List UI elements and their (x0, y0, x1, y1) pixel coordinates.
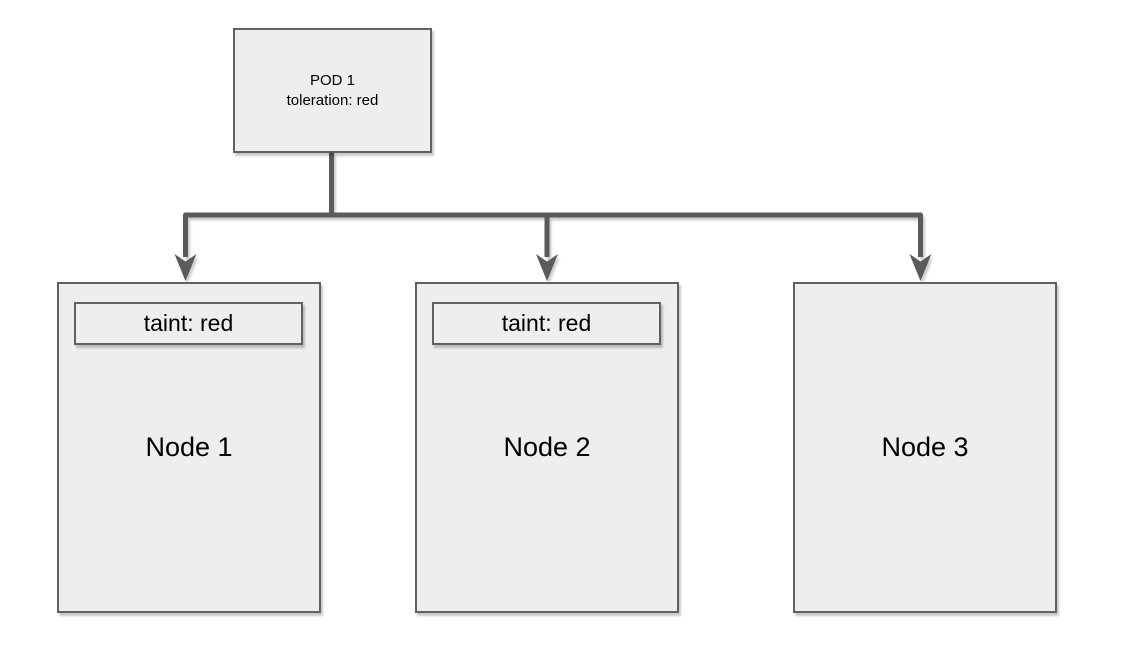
arrowhead-node-3-icon (909, 254, 932, 281)
node-1-label: Node 1 (145, 432, 233, 462)
arrowhead-node-1-icon (174, 254, 197, 281)
arrowhead-node-2-icon (536, 254, 558, 281)
pod-title: POD 1 (309, 71, 355, 89)
pod-box: POD 1 toleration: red (233, 28, 432, 153)
node-2-taint-label: taint: red (501, 310, 592, 336)
pod-toleration-label: toleration: red (286, 91, 379, 109)
node-1-taint-box: taint: red (74, 302, 303, 345)
connector-edges (183, 152, 923, 257)
node-2-taint-box: taint: red (432, 302, 661, 345)
node-3-label: Node 3 (881, 432, 969, 462)
node-3-box: Node 3 (793, 282, 1057, 613)
node-1-taint-label: taint: red (143, 310, 234, 336)
node-2-box: taint: red Node 2 (415, 282, 679, 613)
node-2-label: Node 2 (503, 432, 591, 462)
node-1-box: taint: red Node 1 (57, 282, 321, 613)
